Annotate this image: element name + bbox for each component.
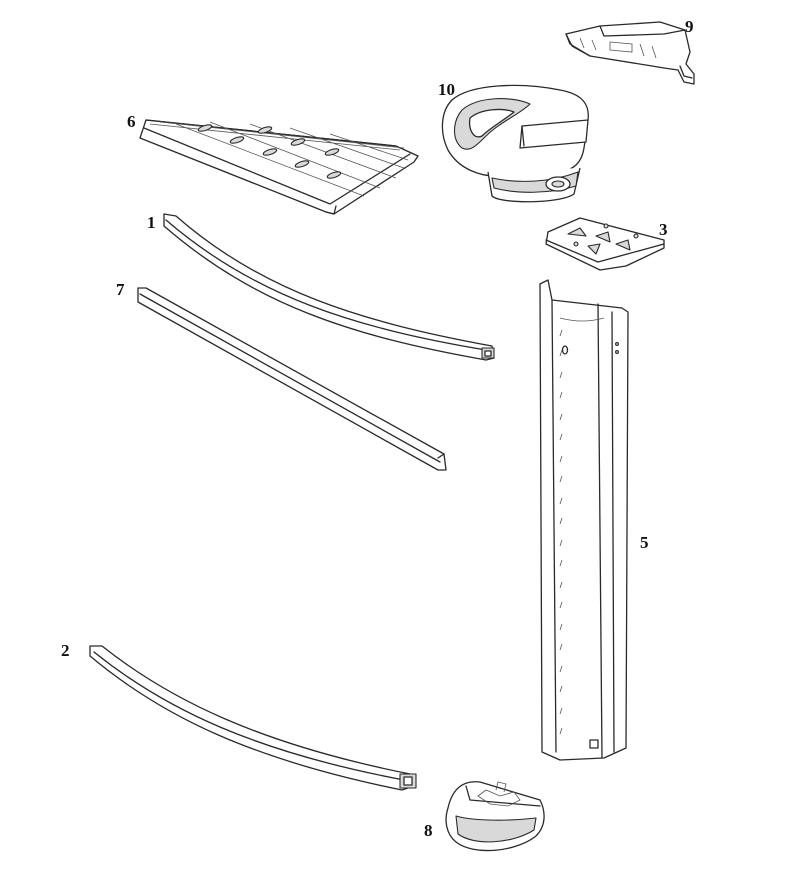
post-slot-row: [559, 329, 563, 735]
callout-part-10: 10: [438, 80, 455, 99]
part-8-bottom-shoe: [445, 781, 545, 852]
part-3-plate: [545, 217, 665, 271]
callout-part-7: 7: [116, 280, 125, 299]
callout-part-8: 8: [424, 821, 433, 840]
callout-part-6: 6: [127, 112, 136, 131]
part-1-curved-rail: [163, 213, 495, 361]
callout-part-3: 3: [659, 220, 668, 239]
part-9-top-cap: [565, 21, 695, 85]
callout-part-5: 5: [640, 533, 649, 552]
callout-part-1: 1: [147, 213, 156, 232]
part-2-curved-bottom-rail: [89, 645, 417, 791]
part-7-straight-strip: [137, 287, 447, 471]
part-5-upright-post: [539, 279, 629, 761]
callout-part-9: 9: [685, 17, 694, 36]
part-10-post-cap: [441, 84, 589, 203]
callout-part-2: 2: [61, 641, 70, 660]
part-6-top-rail: [139, 119, 419, 215]
